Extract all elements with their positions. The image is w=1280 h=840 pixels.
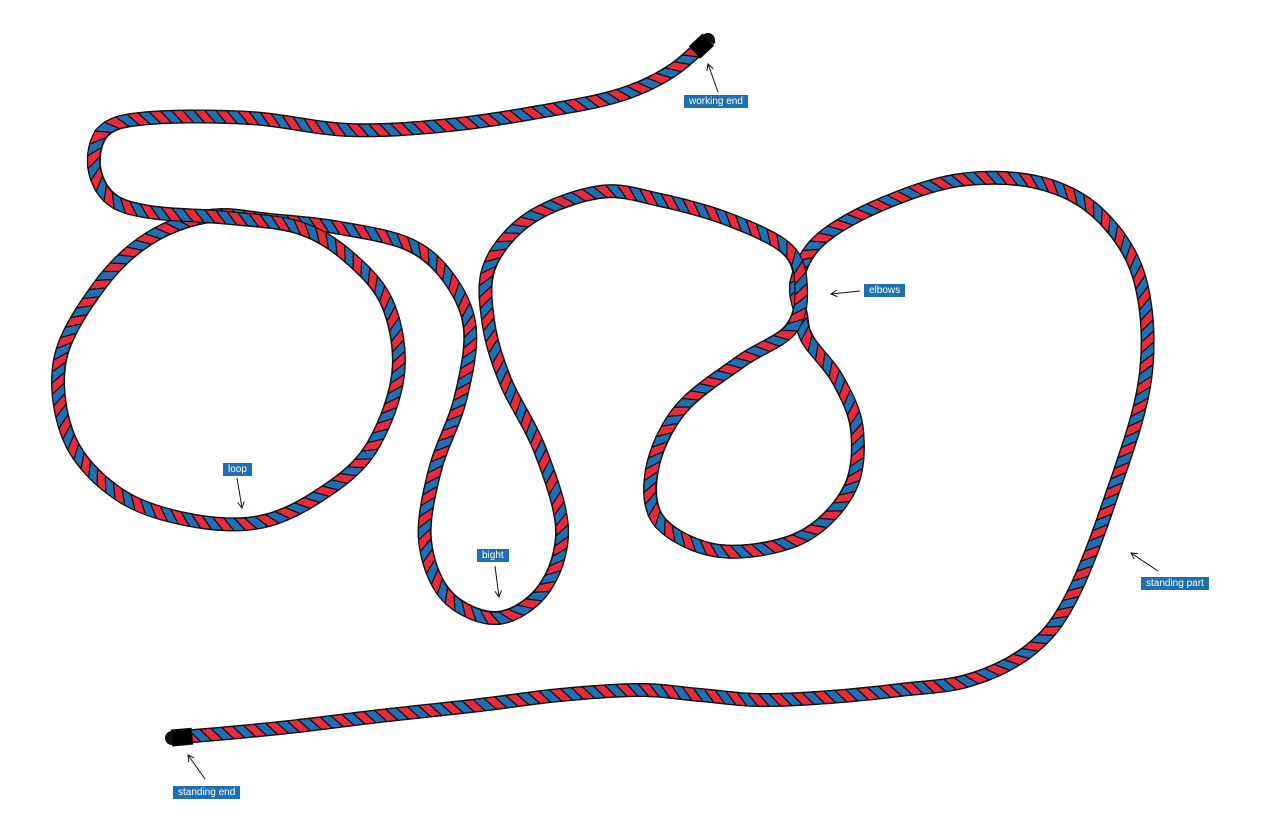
arrow-bight: [494, 565, 500, 598]
rope-strand-red: [666, 406, 692, 418]
rope-strand-blue: [502, 223, 529, 235]
arrow-working-end: [707, 63, 719, 93]
arrow-standing-part: [1130, 552, 1159, 572]
label-loop: loop: [223, 463, 252, 476]
arrow-elbows: [830, 290, 861, 295]
rope-strand-blue: [1092, 200, 1103, 226]
label-standing-end: standing end: [173, 786, 241, 799]
rope: [51, 33, 1155, 745]
rope-strand-red: [1037, 625, 1063, 636]
arrow-standing-end-head: [187, 754, 195, 763]
rope-strand-blue: [1029, 634, 1056, 645]
arrow-elbows-head: [829, 289, 838, 298]
rope-outline: [51, 33, 1155, 745]
arrow-loop: [236, 477, 243, 509]
rope-strand-blue: [344, 244, 354, 270]
rope-strand-blue: [825, 501, 851, 512]
arrow-standing-end: [187, 754, 206, 780]
arrow-working-end-head: [706, 63, 714, 71]
rope-ends: [170, 33, 715, 747]
label-bight: bight: [477, 549, 509, 562]
standing-end-tip: [170, 727, 194, 747]
label-working-end: working end: [684, 95, 748, 108]
rope-strand-red: [347, 458, 373, 469]
rope-strand-blue: [360, 259, 371, 285]
rope-strand-red: [352, 251, 363, 278]
arrow-loop-head: [237, 501, 245, 510]
rope-strand-blue: [109, 254, 136, 265]
label-standing-part: standing part: [1141, 577, 1209, 590]
rope-strand-red: [96, 468, 107, 494]
arrow-bight-head: [494, 590, 502, 599]
label-elbows: elbows: [864, 284, 906, 297]
arrow-standing-part-head: [1130, 552, 1139, 560]
rope-strand-red: [495, 232, 521, 243]
rope-strand-blue: [427, 247, 438, 273]
rope-strand-blue: [95, 270, 120, 281]
rope-strand-blue: [88, 460, 99, 486]
rope-strand-red: [102, 262, 128, 273]
label-arrows: [187, 63, 1159, 780]
working-end-tip: [688, 33, 715, 59]
